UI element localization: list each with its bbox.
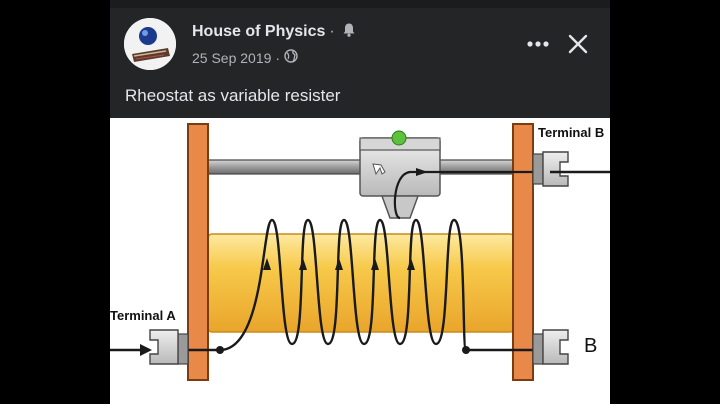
close-icon — [568, 34, 588, 54]
terminal-a-label: Terminal A — [110, 308, 176, 323]
globe-icon — [284, 49, 298, 66]
terminal-b-bottom-label: B — [584, 335, 597, 357]
current-arrows — [263, 258, 415, 270]
avatar-logo — [124, 18, 176, 70]
coil-winding — [219, 218, 468, 352]
post-image[interactable]: Terminal A Terminal B B — [110, 118, 610, 404]
page-avatar[interactable] — [124, 18, 176, 70]
post-header: House of Physics· 25 Sep 2019 · — [192, 22, 357, 66]
status-bar — [110, 0, 610, 8]
post-date[interactable]: 25 Sep 2019 — [192, 49, 272, 66]
more-options-button[interactable] — [524, 32, 552, 56]
slider-wire — [393, 170, 538, 220]
post-viewer: House of Physics· 25 Sep 2019 · — [110, 0, 610, 404]
bell-icon[interactable] — [341, 22, 357, 43]
page-name-link[interactable]: House of Physics — [192, 23, 326, 40]
sliding-contact — [359, 130, 441, 219]
resistance-core — [207, 233, 515, 333]
close-button[interactable] — [566, 32, 590, 56]
terminal-b-top-clamp — [532, 151, 610, 187]
terminal-b-top-label: Terminal B — [538, 125, 604, 140]
meta-separator: · — [275, 49, 281, 66]
terminal-b-bottom-clamp — [532, 329, 569, 365]
terminal-a-clamp — [110, 329, 189, 365]
left-post — [187, 123, 209, 381]
post-meta: 25 Sep 2019 · — [192, 49, 357, 66]
post-caption: Rheostat as variable resister — [125, 86, 341, 105]
more-options-icon — [527, 41, 549, 47]
name-separator: · — [329, 23, 335, 40]
rheostat-diagram: Terminal A Terminal B B — [110, 123, 610, 381]
right-post — [512, 123, 534, 381]
